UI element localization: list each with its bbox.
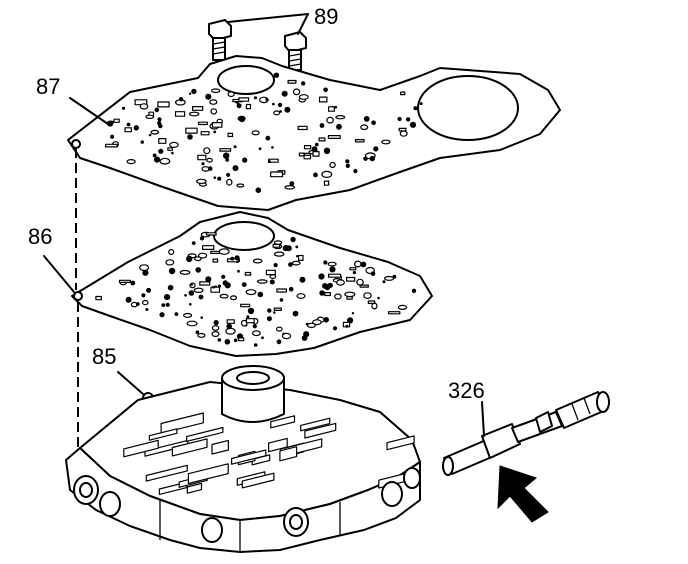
callout-leader-89a — [227, 13, 309, 23]
callout-leader-86 — [43, 255, 75, 293]
spacer-plate-lower — [71, 211, 433, 357]
valve-body-channels — [123, 412, 416, 495]
callout-leader-89b — [297, 13, 309, 35]
callout-label-326: 326 — [448, 378, 485, 403]
upper-plate-holes — [104, 72, 423, 193]
insertion-direction-arrow — [497, 465, 549, 523]
callout-leader-87 — [69, 97, 109, 125]
lower-plate-holes — [95, 231, 417, 347]
spacer-plate-upper — [67, 55, 561, 211]
callout-label-87: 87 — [36, 74, 60, 99]
valve-tool-326 — [442, 391, 610, 476]
callout-label-86: 86 — [28, 224, 52, 249]
callout-label-85: 85 — [92, 344, 116, 369]
callout-label-89: 89 — [314, 4, 338, 29]
valve-body — [65, 365, 421, 553]
